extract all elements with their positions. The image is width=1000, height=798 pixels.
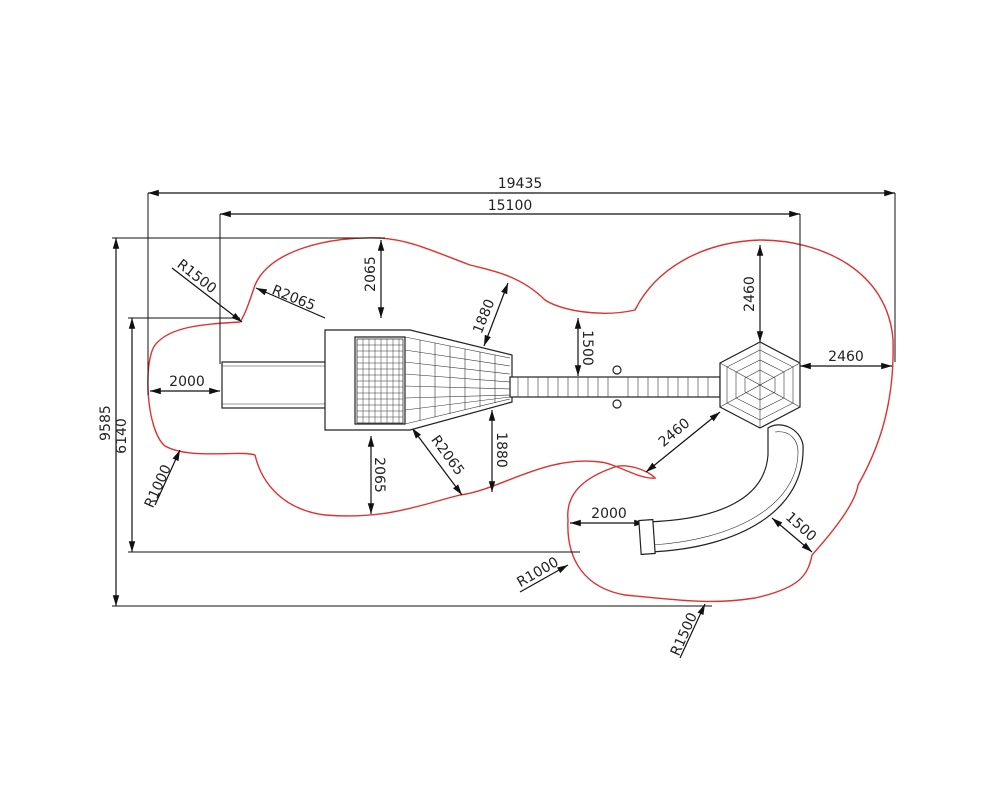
net-top-clearance-label: 1880 [470,297,498,336]
tower-top-clearance-label: 2460 [742,276,758,312]
overall-length-label: 19435 [498,176,543,192]
spiral-side-clearance-label: 1500 [782,509,819,545]
equipment-width-label: 6140 [114,418,130,454]
dimension-lines [112,189,895,659]
climbing-net-mesh [356,336,511,425]
safety-zone-outline [147,237,894,603]
tower-diag-clearance-label: 2460 [656,415,694,450]
bottom-radius-label: R1500 [668,610,701,658]
left-slide-run-out-label: 2000 [169,374,205,390]
spiral-run-out-label: 2000 [591,506,627,522]
bridge-clearance-label: 1500 [579,330,595,366]
tower-right-clearance-label: 2460 [828,349,864,365]
net-bottom-clearance-label: 1880 [493,432,509,468]
left-bottom-corner-radius-label: R1000 [142,462,175,510]
left-top-clearance-label: 2065 [363,256,379,292]
equipment-length-label: 15100 [488,198,533,214]
left-bottom-clearance-label: 2065 [371,457,387,493]
rope-bridge [509,365,721,409]
curved-slide [638,424,804,556]
overall-width-label: 9585 [98,405,114,441]
left-top-radius-label: R2065 [269,282,317,314]
left-corner-radius-label: R1500 [174,257,220,298]
hexagon-tower-roof [719,341,801,429]
extension-lines [112,193,896,607]
